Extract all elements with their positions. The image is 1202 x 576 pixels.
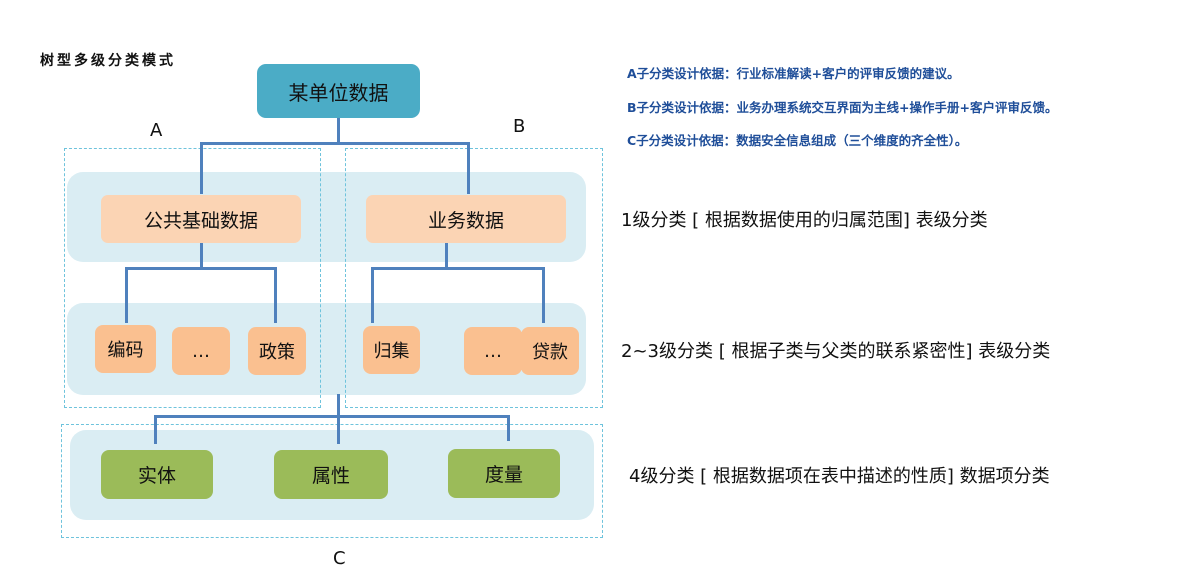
connector-c-left <box>154 415 157 444</box>
diagram-title: 树型多级分类模式 <box>40 53 176 69</box>
note-c: C子分类设计依据：数据安全信息组成（三个维度的齐全性）。 <box>627 133 968 148</box>
connector-level1-bar <box>200 142 470 145</box>
connector-a-right <box>274 267 277 323</box>
connector-to-public <box>200 142 203 194</box>
connector-a-bar <box>125 267 276 270</box>
level2-node-a-2: … <box>172 327 230 375</box>
connector-c-right <box>507 415 510 441</box>
group-a-box <box>64 148 321 408</box>
level1-node-public: 公共基础数据 <box>101 195 301 243</box>
connector-b-left <box>371 267 374 323</box>
level4-node-measure: 度量 <box>448 449 560 498</box>
group-a-label: A <box>150 120 163 141</box>
level2-node-a-1: 编码 <box>95 325 156 373</box>
level2-node-b-3: 贷款 <box>521 327 579 375</box>
level1-description: 1级分类 [ 根据数据使用的归属范围] 表级分类 <box>621 210 988 231</box>
connector-a-left <box>125 267 128 323</box>
connector-public-down <box>200 242 203 269</box>
connector-c-bar <box>154 415 510 418</box>
level4-node-attribute: 属性 <box>274 450 388 499</box>
level1-node-business: 业务数据 <box>366 195 566 243</box>
connector-root-down <box>337 118 340 144</box>
group-c-label: C <box>333 548 346 569</box>
root-node: 某单位数据 <box>257 64 420 118</box>
connector-b-right <box>542 267 545 323</box>
connector-c-trunk <box>337 394 340 444</box>
level4-description: 4级分类 [ 根据数据项在表中描述的性质] 数据项分类 <box>629 466 1050 487</box>
group-c-box <box>61 424 603 538</box>
group-b-box <box>345 148 603 408</box>
level2-description: 2~3级分类 [ 根据子类与父类的联系紧密性] 表级分类 <box>621 341 1051 362</box>
level2-node-a-3: 政策 <box>248 327 306 375</box>
connector-to-business <box>467 142 470 194</box>
level2-node-b-1: 归集 <box>363 326 420 374</box>
connector-business-down <box>445 242 448 269</box>
note-b: B子分类设计依据：业务办理系统交互界面为主线+操作手册+客户评审反馈。 <box>627 100 1058 115</box>
note-a: A子分类设计依据：行业标准解读+客户的评审反馈的建议。 <box>627 66 960 81</box>
level2-node-b-2: … <box>464 327 522 375</box>
group-b-label: B <box>513 116 526 137</box>
level4-node-entity: 实体 <box>101 450 213 499</box>
connector-b-bar <box>371 267 545 270</box>
